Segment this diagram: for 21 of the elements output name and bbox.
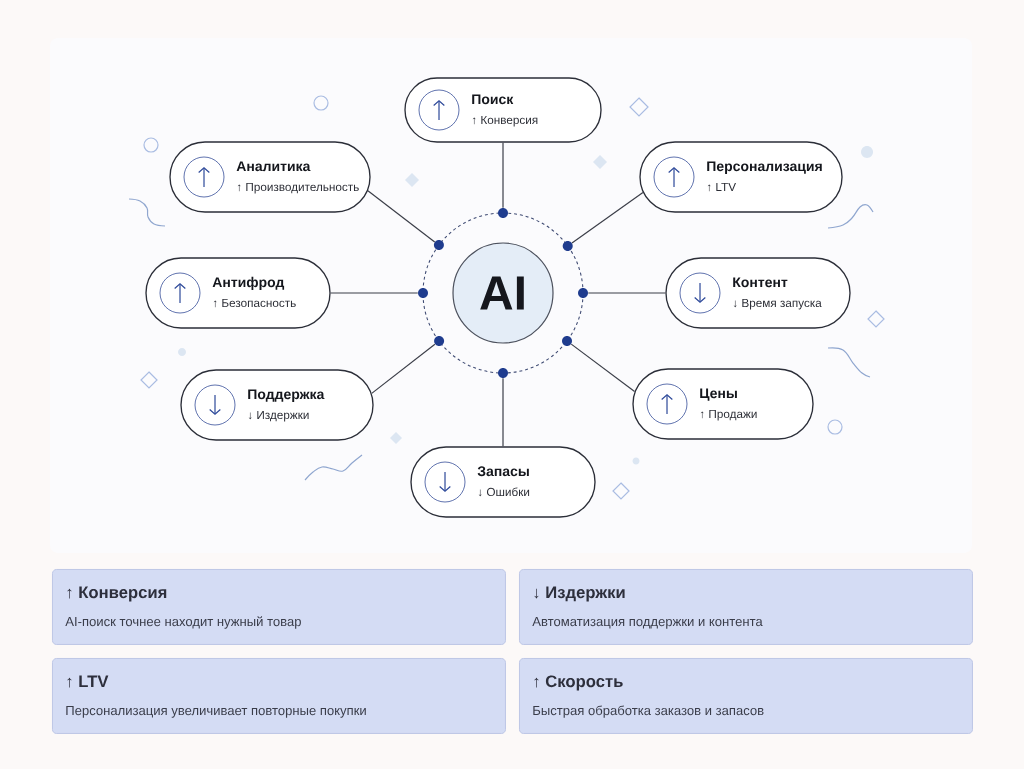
pill-box: Аналитика ↑ Производительность <box>169 141 371 213</box>
info-card: ↑ Скорость Быстрая обработка заказов и запасов <box>519 658 973 734</box>
connector-line <box>367 190 436 243</box>
connector-line <box>502 377 504 447</box>
connector-line <box>330 292 419 294</box>
connector-line <box>502 142 504 209</box>
info-card: ↓ Издержки Автоматизация поддержки и контента <box>519 569 973 645</box>
connector-line <box>587 292 666 294</box>
pill-box: Поддержка ↓ Издержки <box>180 369 374 441</box>
pill-box: Поиск ↑ Конверсия <box>404 77 602 143</box>
pill-box: Антифрод ↑ Безопасность <box>145 257 331 329</box>
pill-box: Цены ↑ Продажи <box>632 368 814 440</box>
connector-line <box>570 343 636 393</box>
pill-box: Персонализация ↑ LTV <box>639 141 843 213</box>
info-card: ↑ LTV Персонализация увеличивает повторные покупки <box>52 658 506 734</box>
pill-box: Запасы ↓ Ошибки <box>410 446 596 518</box>
info-card: ↑ Конверсия AI-поиск точнее находит нужный товар <box>52 569 506 645</box>
connector-line <box>571 191 644 244</box>
dashed-ring <box>422 212 584 374</box>
pill-box: Контент ↓ Время запуска <box>665 257 851 329</box>
connector-line <box>371 343 436 394</box>
